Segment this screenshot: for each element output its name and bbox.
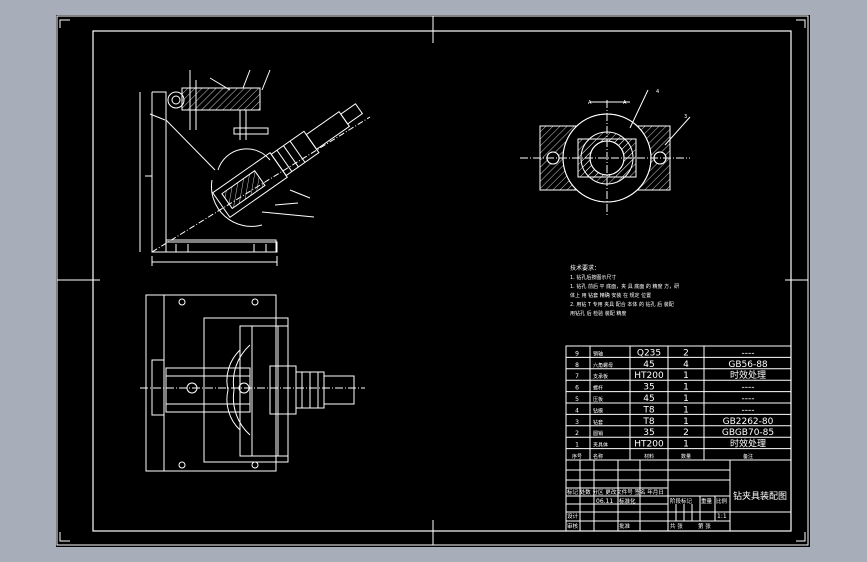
parts-header-material: 材料 bbox=[644, 453, 654, 460]
parts-cell-note: GB2262-80 bbox=[723, 417, 774, 427]
title-block-label-design: 设计 bbox=[567, 512, 579, 520]
parts-cell-no: 1 bbox=[575, 442, 579, 449]
parts-cell-note: ---- bbox=[742, 394, 755, 404]
drawing-sheet bbox=[56, 15, 810, 547]
title-block-date: 06.11 bbox=[596, 498, 613, 505]
parts-cell-note: ---- bbox=[742, 383, 755, 393]
parts-cell-qty: 1 bbox=[683, 417, 689, 427]
parts-cell-qty: 2 bbox=[683, 428, 689, 438]
parts-cell-material: 35 bbox=[643, 428, 654, 438]
parts-cell-material: 45 bbox=[643, 394, 654, 404]
title-block-standardize: 标准化 bbox=[619, 497, 636, 505]
parts-cell-name: 钻套 bbox=[593, 419, 603, 426]
parts-cell-note: GB56-88 bbox=[728, 360, 768, 370]
parts-cell-name: 钻模 bbox=[593, 407, 603, 414]
parts-cell-name: 螺杆 bbox=[593, 385, 603, 392]
parts-cell-note: ---- bbox=[742, 405, 755, 415]
parts-cell-name: 销轴 bbox=[593, 350, 603, 357]
section-label-a-left: A bbox=[588, 100, 592, 106]
sheet-inner-border bbox=[92, 30, 792, 532]
parts-cell-no: 2 bbox=[575, 430, 579, 437]
top-view bbox=[140, 294, 365, 472]
parts-cell-qty: 1 bbox=[683, 405, 689, 415]
title-block-sheets-total: 共 张 bbox=[670, 522, 683, 530]
parts-header-qty: 数量 bbox=[681, 453, 691, 460]
parts-header-no: 序号 bbox=[572, 453, 582, 460]
parts-cell-no: 6 bbox=[575, 385, 579, 392]
parts-cell-material: 35 bbox=[643, 383, 654, 393]
callout-section-2: 3 bbox=[684, 114, 687, 120]
tech-req-line-4: 2. 用钻 T 专用 夹具 配合 本体 的 钻孔 后 装配 bbox=[570, 301, 674, 308]
tech-req-line-2: 1. 钻孔 前后 平 底面，夹 具 底面 的 精度 方，研 bbox=[570, 283, 679, 290]
section-label-a-right: A bbox=[623, 100, 627, 106]
parts-cell-name: 夹具体 bbox=[593, 442, 608, 449]
parts-cell-name: 六角螺母 bbox=[593, 362, 613, 369]
parts-cell-material: 45 bbox=[643, 360, 654, 370]
title-block-weight-label: 重量 bbox=[701, 497, 713, 505]
section-view bbox=[520, 89, 691, 215]
parts-cell-note: ---- bbox=[742, 348, 755, 358]
drawing-title: 钻夹具装配图 bbox=[733, 490, 787, 502]
parts-header-name: 名称 bbox=[593, 453, 603, 460]
title-block-stage-label: 阶段标记 bbox=[670, 497, 693, 505]
tech-req-line-0: 技术要求： bbox=[570, 264, 600, 272]
tech-req-line-3: 体上 用 钻套 精确 安装 在 规定 位置 bbox=[570, 292, 651, 299]
parts-cell-qty: 1 bbox=[683, 371, 689, 381]
title-block-header-row: 标记 处数 分区 更改文件号 签名 年月日 bbox=[567, 488, 664, 496]
parts-cell-no: 9 bbox=[575, 350, 579, 357]
parts-cell-material: T8 bbox=[642, 405, 654, 415]
parts-cell-material: HT200 bbox=[634, 440, 664, 450]
parts-cell-qty: 1 bbox=[683, 383, 689, 393]
tech-requirements: 技术要求： 1. 钻孔后按图示尺寸 1. 钻孔 前后 平 底面，夹 具 底面 的… bbox=[570, 264, 679, 317]
parts-cell-no: 3 bbox=[575, 419, 579, 426]
parts-cell-material: T8 bbox=[642, 417, 654, 427]
parts-cell-note: 时效处理 bbox=[730, 369, 766, 381]
parts-cell-no: 8 bbox=[575, 362, 579, 369]
front-view bbox=[139, 69, 371, 266]
tech-req-line-5: 用钻孔 后 检验 装配 精度 bbox=[570, 310, 626, 317]
title-block-sheet-no: 第 张 bbox=[698, 522, 711, 530]
parts-cell-no: 4 bbox=[575, 407, 579, 414]
parts-cell-name: 压板 bbox=[593, 396, 603, 403]
centering-marks bbox=[57, 16, 808, 545]
parts-cell-material: HT200 bbox=[634, 371, 664, 381]
title-block-scale: 1:1 bbox=[717, 513, 727, 520]
parts-header-note: 备注 bbox=[743, 453, 753, 460]
parts-cell-qty: 1 bbox=[683, 440, 689, 450]
trim-marks bbox=[59, 19, 806, 542]
parts-cell-qty: 2 bbox=[683, 348, 689, 358]
parts-cell-material: Q235 bbox=[637, 348, 661, 358]
parts-cell-no: 5 bbox=[575, 396, 579, 403]
title-block-scale-label: 比例 bbox=[716, 497, 728, 505]
title-block-approve: 批准 bbox=[619, 522, 631, 530]
parts-cell-qty: 1 bbox=[683, 394, 689, 404]
parts-cell-note: 时效处理 bbox=[730, 438, 766, 450]
parts-cell-qty: 4 bbox=[683, 360, 689, 370]
parts-cell-no: 7 bbox=[575, 373, 579, 380]
tech-req-line-1: 1. 钻孔后按图示尺寸 bbox=[570, 274, 616, 281]
parts-cell-name: 支承板 bbox=[593, 373, 608, 380]
title-block-label-review: 审核 bbox=[567, 522, 579, 530]
parts-cell-name: 圆销 bbox=[593, 430, 603, 437]
parts-cell-note: GBGB70-85 bbox=[722, 428, 774, 438]
callout-section-1: 4 bbox=[656, 89, 659, 95]
title-block bbox=[565, 459, 792, 532]
parts-list-grid bbox=[565, 345, 792, 461]
